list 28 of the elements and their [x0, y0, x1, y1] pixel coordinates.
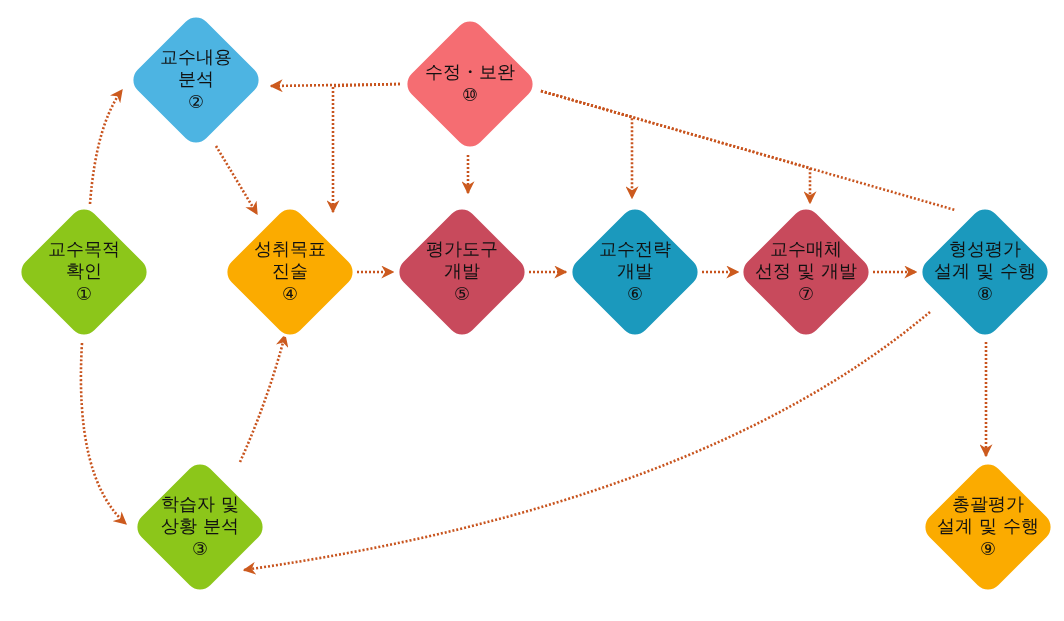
- step-number: ②: [187, 90, 205, 114]
- step-label: 성취목표 진술: [253, 238, 327, 282]
- arrow: [242, 310, 931, 575]
- step-number: ⑦: [797, 282, 815, 306]
- step-number: ④: [281, 282, 299, 306]
- connector-line: [540, 89, 956, 212]
- step-label: 수정・보완: [424, 61, 516, 83]
- step-number: ③: [191, 537, 209, 561]
- arrow: [461, 155, 475, 195]
- step-label: 교수목적 확인: [47, 238, 121, 282]
- step-label: 총괄평가 설계 및 수행: [936, 493, 1040, 537]
- step-number: ①: [75, 282, 93, 306]
- step-label: 교수내용 분석: [159, 46, 233, 90]
- step-label: 형성평가 설계 및 수행: [933, 238, 1037, 282]
- step-number: ⑨: [979, 537, 997, 561]
- arrow: [326, 82, 401, 214]
- arrow: [214, 145, 259, 216]
- step-label: 학습자 및 상황 분석: [160, 493, 240, 537]
- arrow: [79, 342, 127, 525]
- arrow: [979, 342, 993, 458]
- step-number: ⑤: [453, 282, 471, 306]
- arrow: [88, 88, 124, 205]
- step-label: 교수전략 개발: [598, 238, 672, 282]
- step-number: ⑩: [461, 83, 479, 107]
- step-number: ⑥: [626, 282, 644, 306]
- step-number: ⑧: [976, 282, 994, 306]
- step-label: 평가도구 개발: [425, 238, 499, 282]
- step-label: 교수매체 선정 및 개발: [754, 238, 858, 282]
